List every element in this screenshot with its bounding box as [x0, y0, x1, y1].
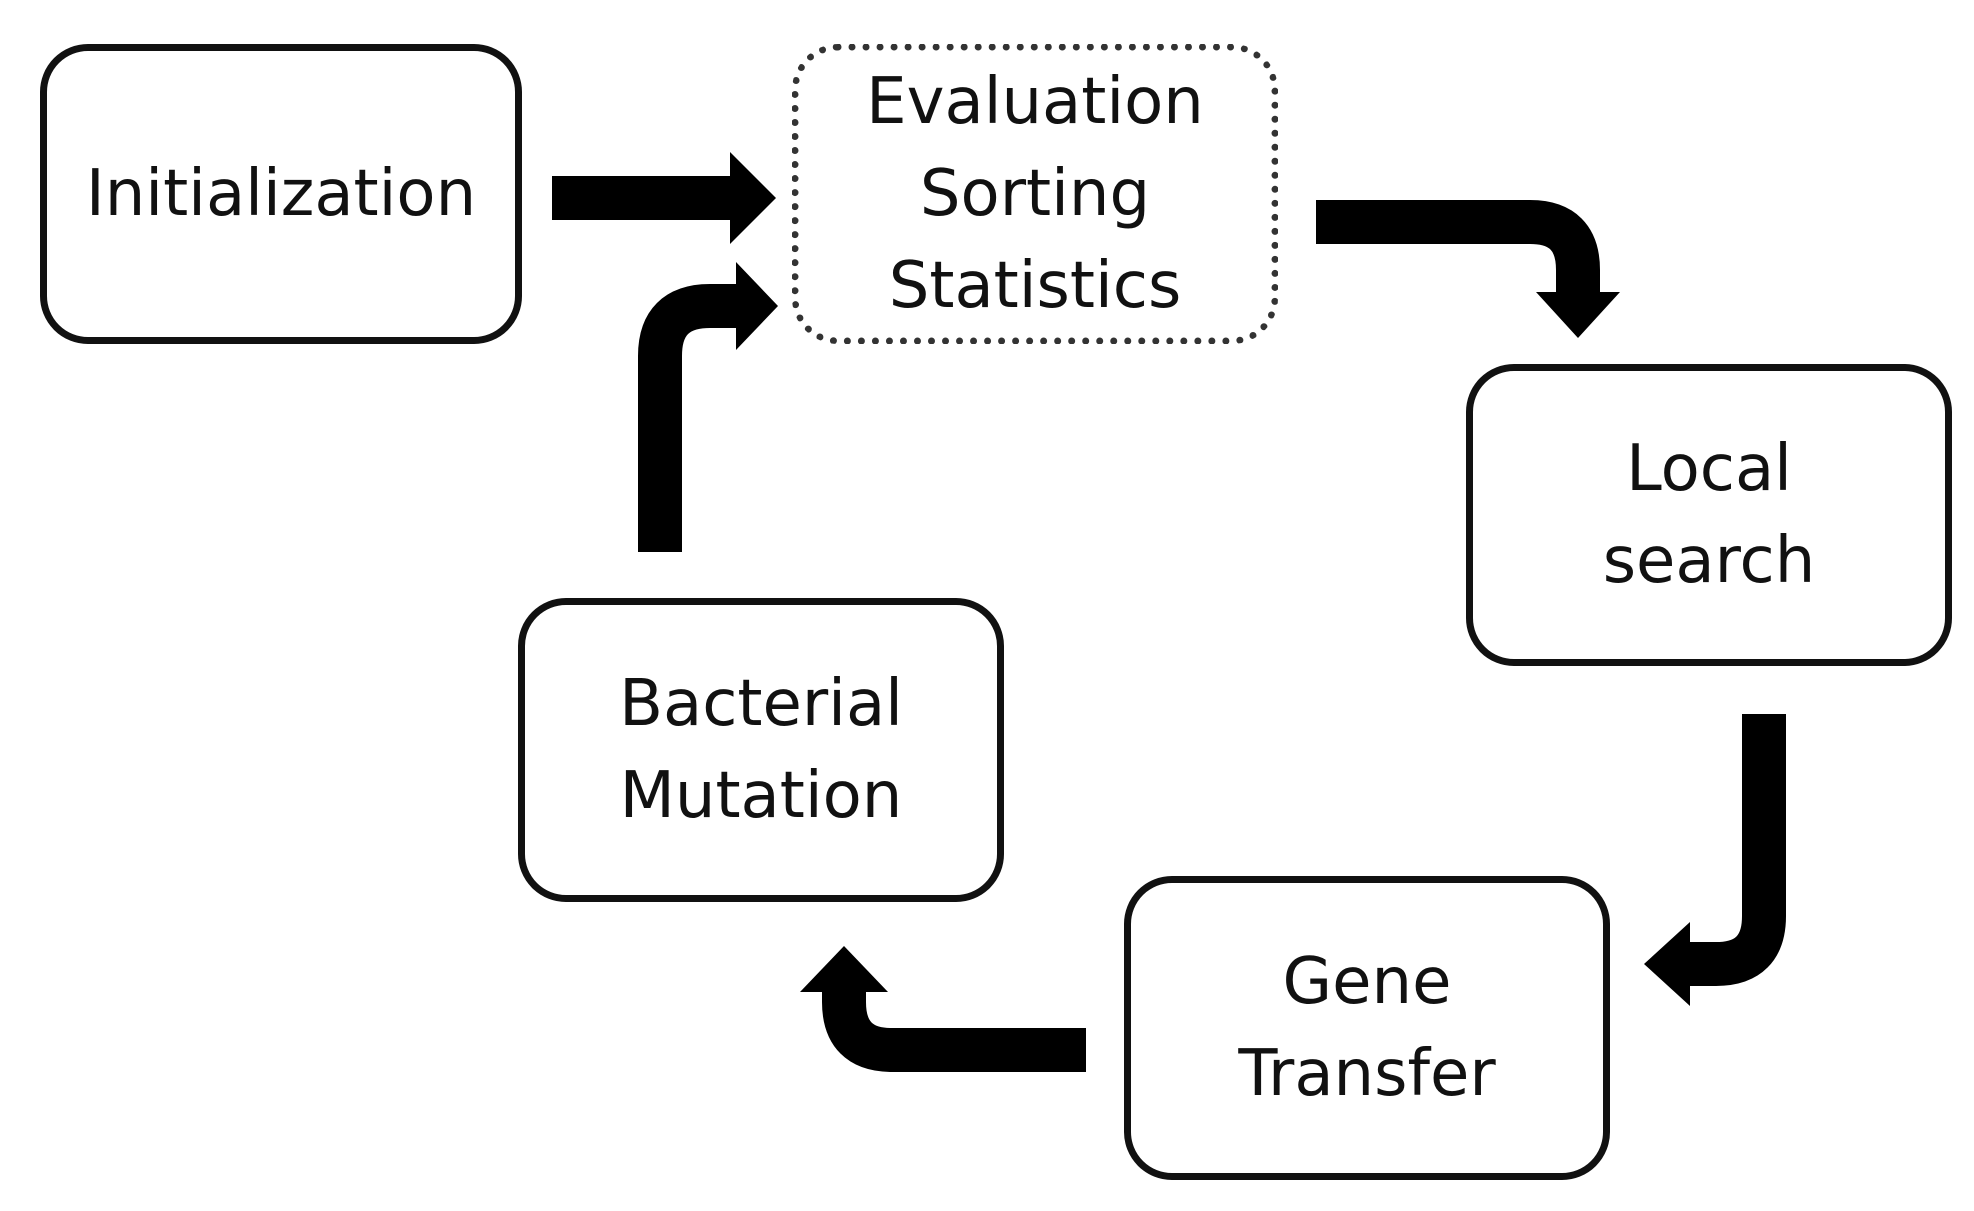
node-label: Bacterial	[619, 667, 903, 741]
arrow-bacterial-mutation-to-evaluation	[638, 262, 778, 552]
node-label: Statistics	[888, 249, 1182, 323]
node-label: Mutation	[619, 759, 903, 833]
node-bacterial-mutation: Bacterial Mutation	[518, 598, 1004, 902]
node-label: Local	[1626, 432, 1792, 506]
arrow-local-search-to-gene-transfer	[1644, 714, 1786, 1006]
arrow-gene-transfer-to-bacterial-mutation	[800, 946, 1086, 1072]
node-gene-transfer: Gene Transfer	[1124, 876, 1610, 1180]
arrow-evaluation-to-local-search	[1316, 200, 1620, 338]
node-label: search	[1602, 524, 1816, 598]
node-label: Sorting	[919, 157, 1151, 231]
node-label: Gene	[1282, 945, 1452, 1019]
node-label: Evaluation	[866, 65, 1204, 139]
node-label: Transfer	[1238, 1037, 1496, 1111]
node-label: Initialization	[85, 157, 477, 231]
node-evaluation-sorting-statistics: Evaluation Sorting Statistics	[792, 44, 1278, 344]
node-local-search: Local search	[1466, 364, 1952, 666]
arrow-initialization-to-evaluation	[552, 152, 776, 244]
node-initialization: Initialization	[40, 44, 522, 344]
